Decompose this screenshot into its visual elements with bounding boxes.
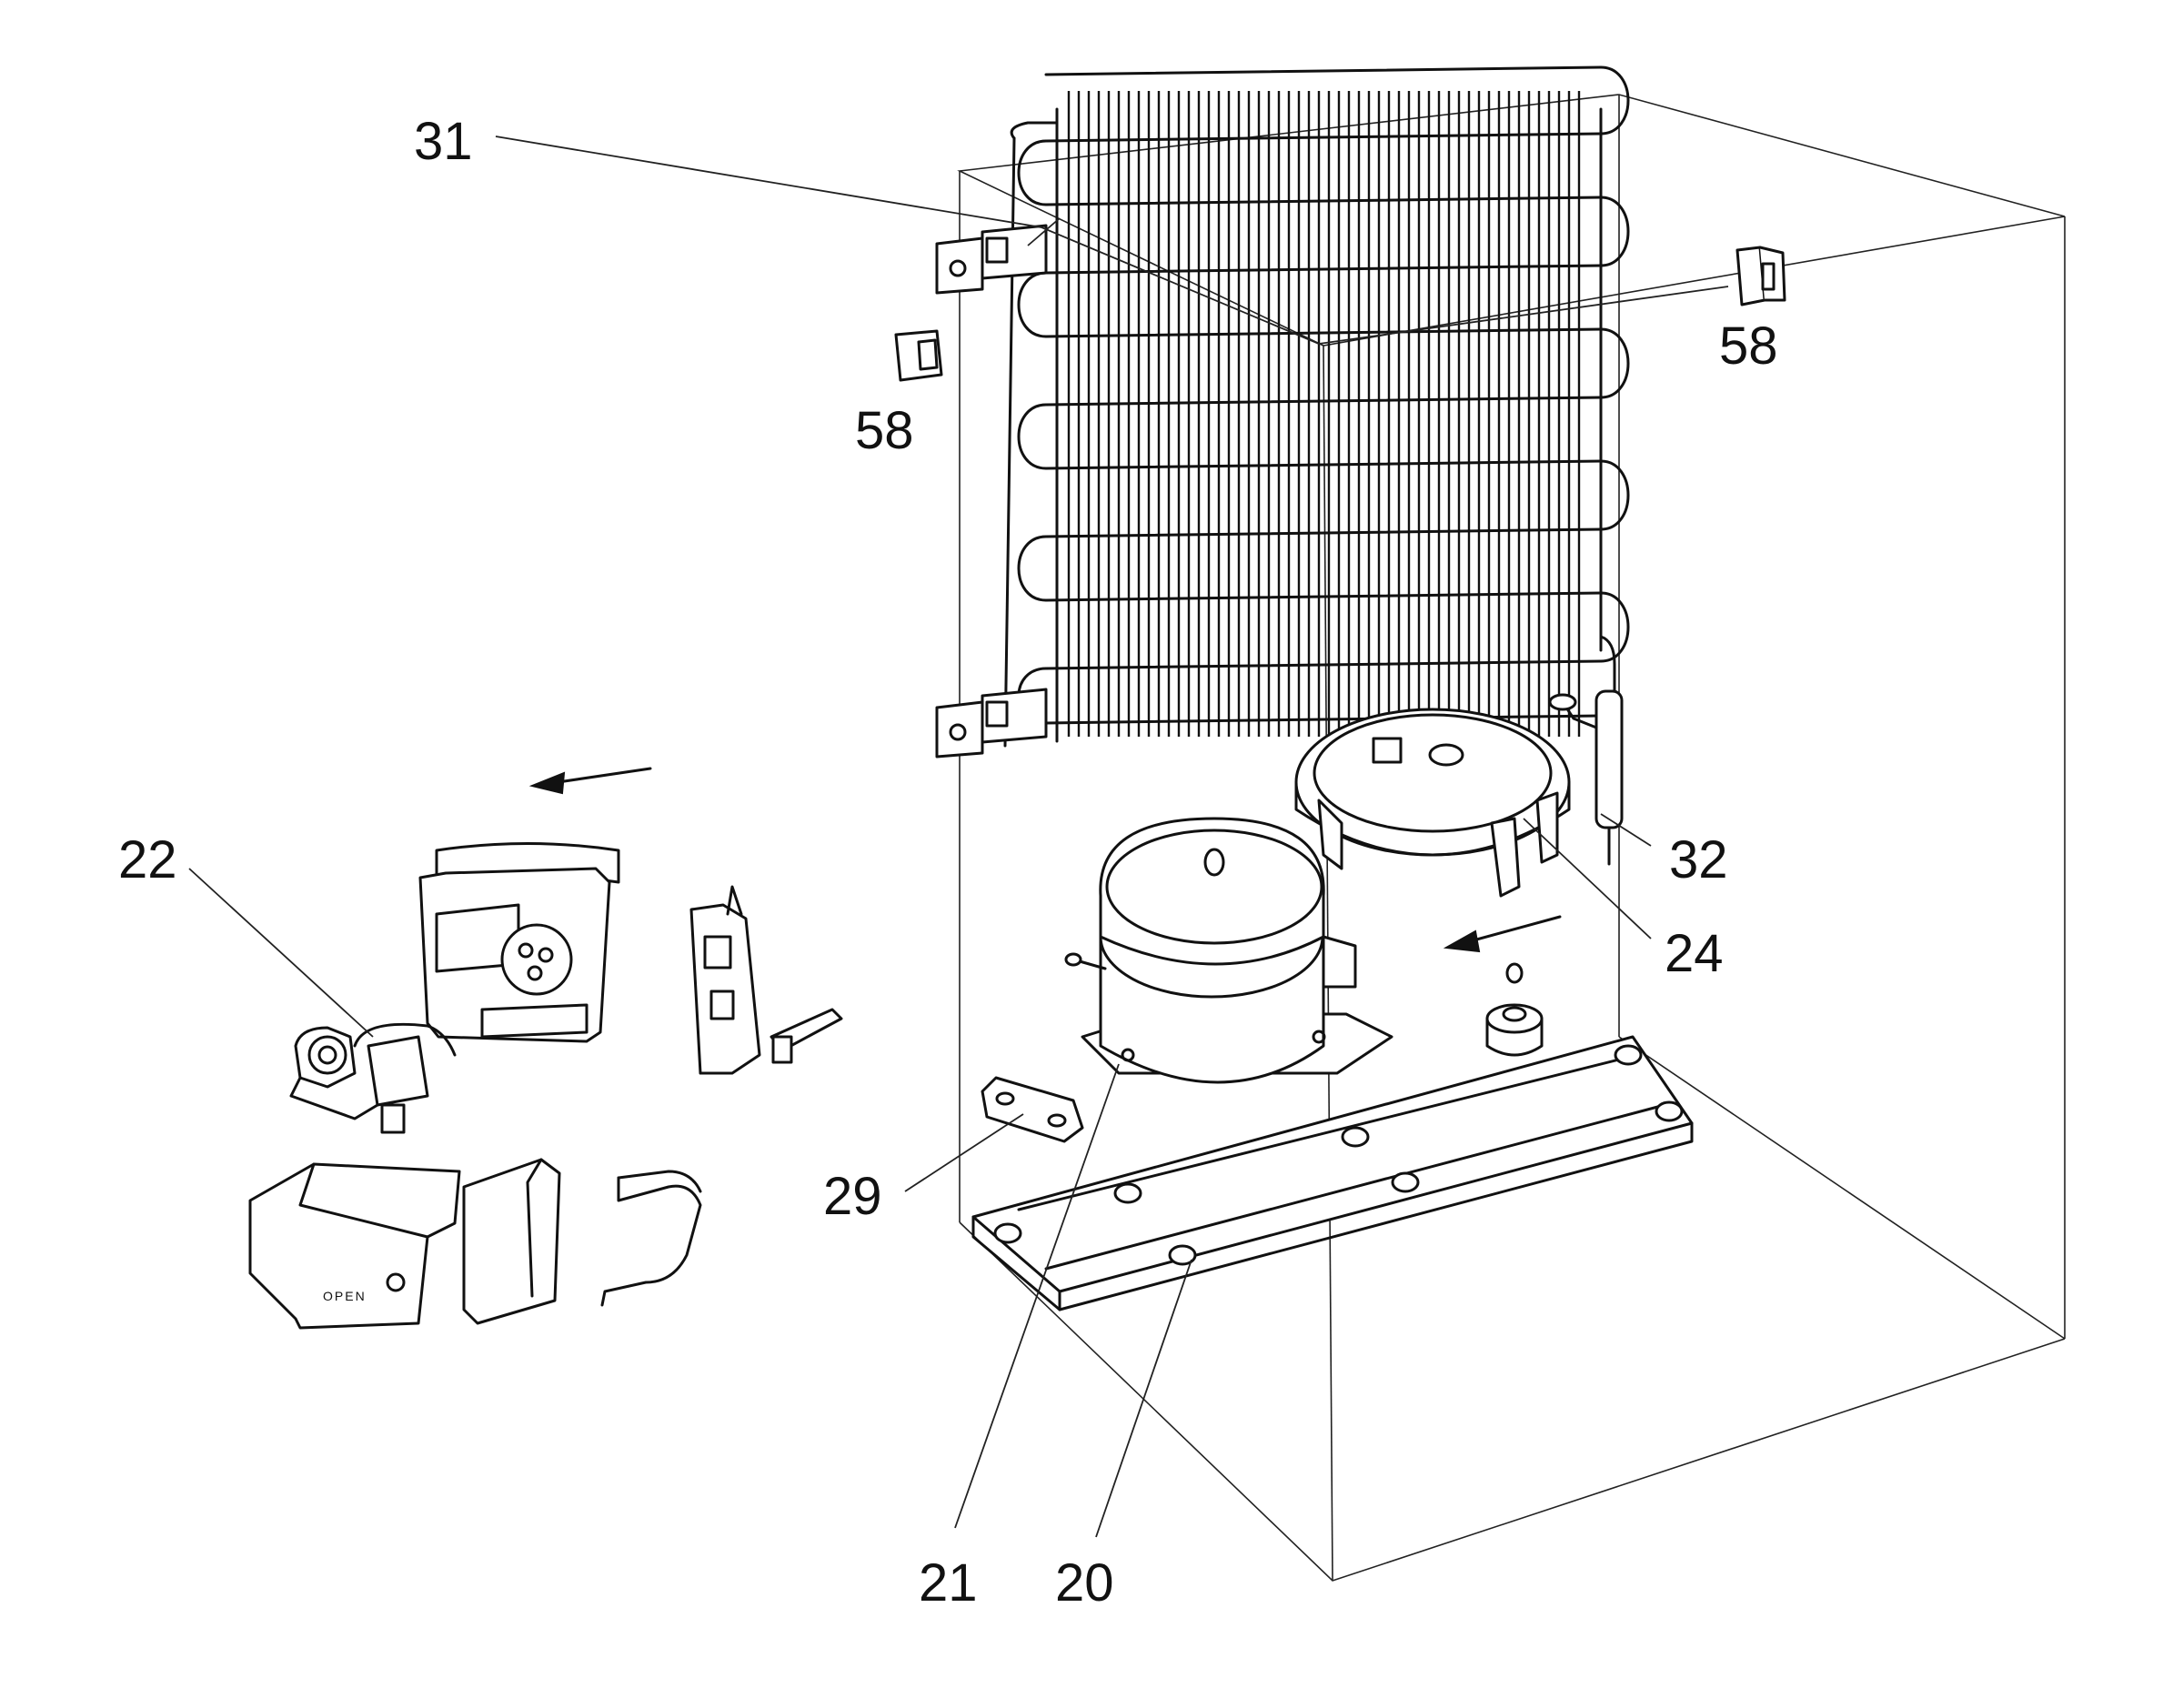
callout-20: 20 (1055, 1553, 1114, 1613)
clip-58-right (1735, 246, 1786, 306)
base-rail (971, 1035, 1694, 1311)
condenser-tube (1044, 196, 1603, 206)
condenser-tube (1044, 327, 1603, 338)
condenser-tube-bend (1599, 327, 1630, 399)
condenser-tube (1044, 714, 1603, 725)
leader-lines (188, 136, 1729, 1538)
condenser-tube-bend (1017, 271, 1048, 338)
condenser-tube-bend (1017, 403, 1048, 470)
retaining-spring-clip (600, 1170, 702, 1307)
clip-58-left (894, 329, 943, 382)
mounting-plate (981, 1076, 1084, 1143)
condenser-coil (1003, 65, 1630, 748)
condenser-bracket-top (935, 224, 1048, 295)
relay-assembly-22 (289, 1022, 457, 1134)
callout-32: 32 (1669, 830, 1728, 889)
callout-58-right: 58 (1719, 316, 1778, 376)
condenser-tube-bend (1599, 591, 1630, 663)
condenser-tube (1044, 591, 1603, 602)
grommet-small (1505, 962, 1524, 984)
condenser-tube (1044, 459, 1603, 470)
grommet-large (1485, 1003, 1544, 1057)
condenser-tube (1044, 659, 1603, 670)
condenser-tube (1044, 132, 1603, 143)
condenser-bracket-bottom (935, 688, 1048, 759)
thermal-overload-switch (689, 885, 761, 1075)
filter-drier (1548, 689, 1624, 866)
compressor (1064, 817, 1393, 1084)
arrow-left-lower (1443, 915, 1562, 953)
callout-58-left: 58 (855, 401, 914, 460)
small-connector-plug (770, 1008, 843, 1064)
condenser-tube-bend (1017, 535, 1048, 602)
condenser-tube (1044, 527, 1603, 538)
relay-cover-label: OPEN (323, 1289, 367, 1303)
relay-cover-with-label: OPEN (248, 1162, 461, 1330)
callout-29: 29 (823, 1167, 882, 1226)
evaporation-pan (1294, 708, 1571, 898)
starter-relay-housing (418, 842, 620, 1043)
condenser-tube-bend (1599, 459, 1630, 531)
callout-31: 31 (414, 112, 473, 171)
condenser-tubes (1017, 65, 1630, 725)
condenser-tube-bend (1599, 65, 1630, 136)
callout-24: 24 (1665, 924, 1724, 983)
condenser-tube (1044, 396, 1603, 407)
callout-21: 21 (919, 1553, 978, 1613)
arrow-left-upper (528, 767, 652, 795)
condenser-tube-bend (1599, 196, 1630, 267)
condenser-wire-grid (1067, 91, 1581, 737)
condenser-tube-bend (1017, 139, 1048, 206)
relay-cover-side (462, 1158, 561, 1325)
condenser-tube (1044, 264, 1603, 275)
condenser-tube (1044, 65, 1603, 76)
callout-22: 22 (118, 830, 177, 889)
